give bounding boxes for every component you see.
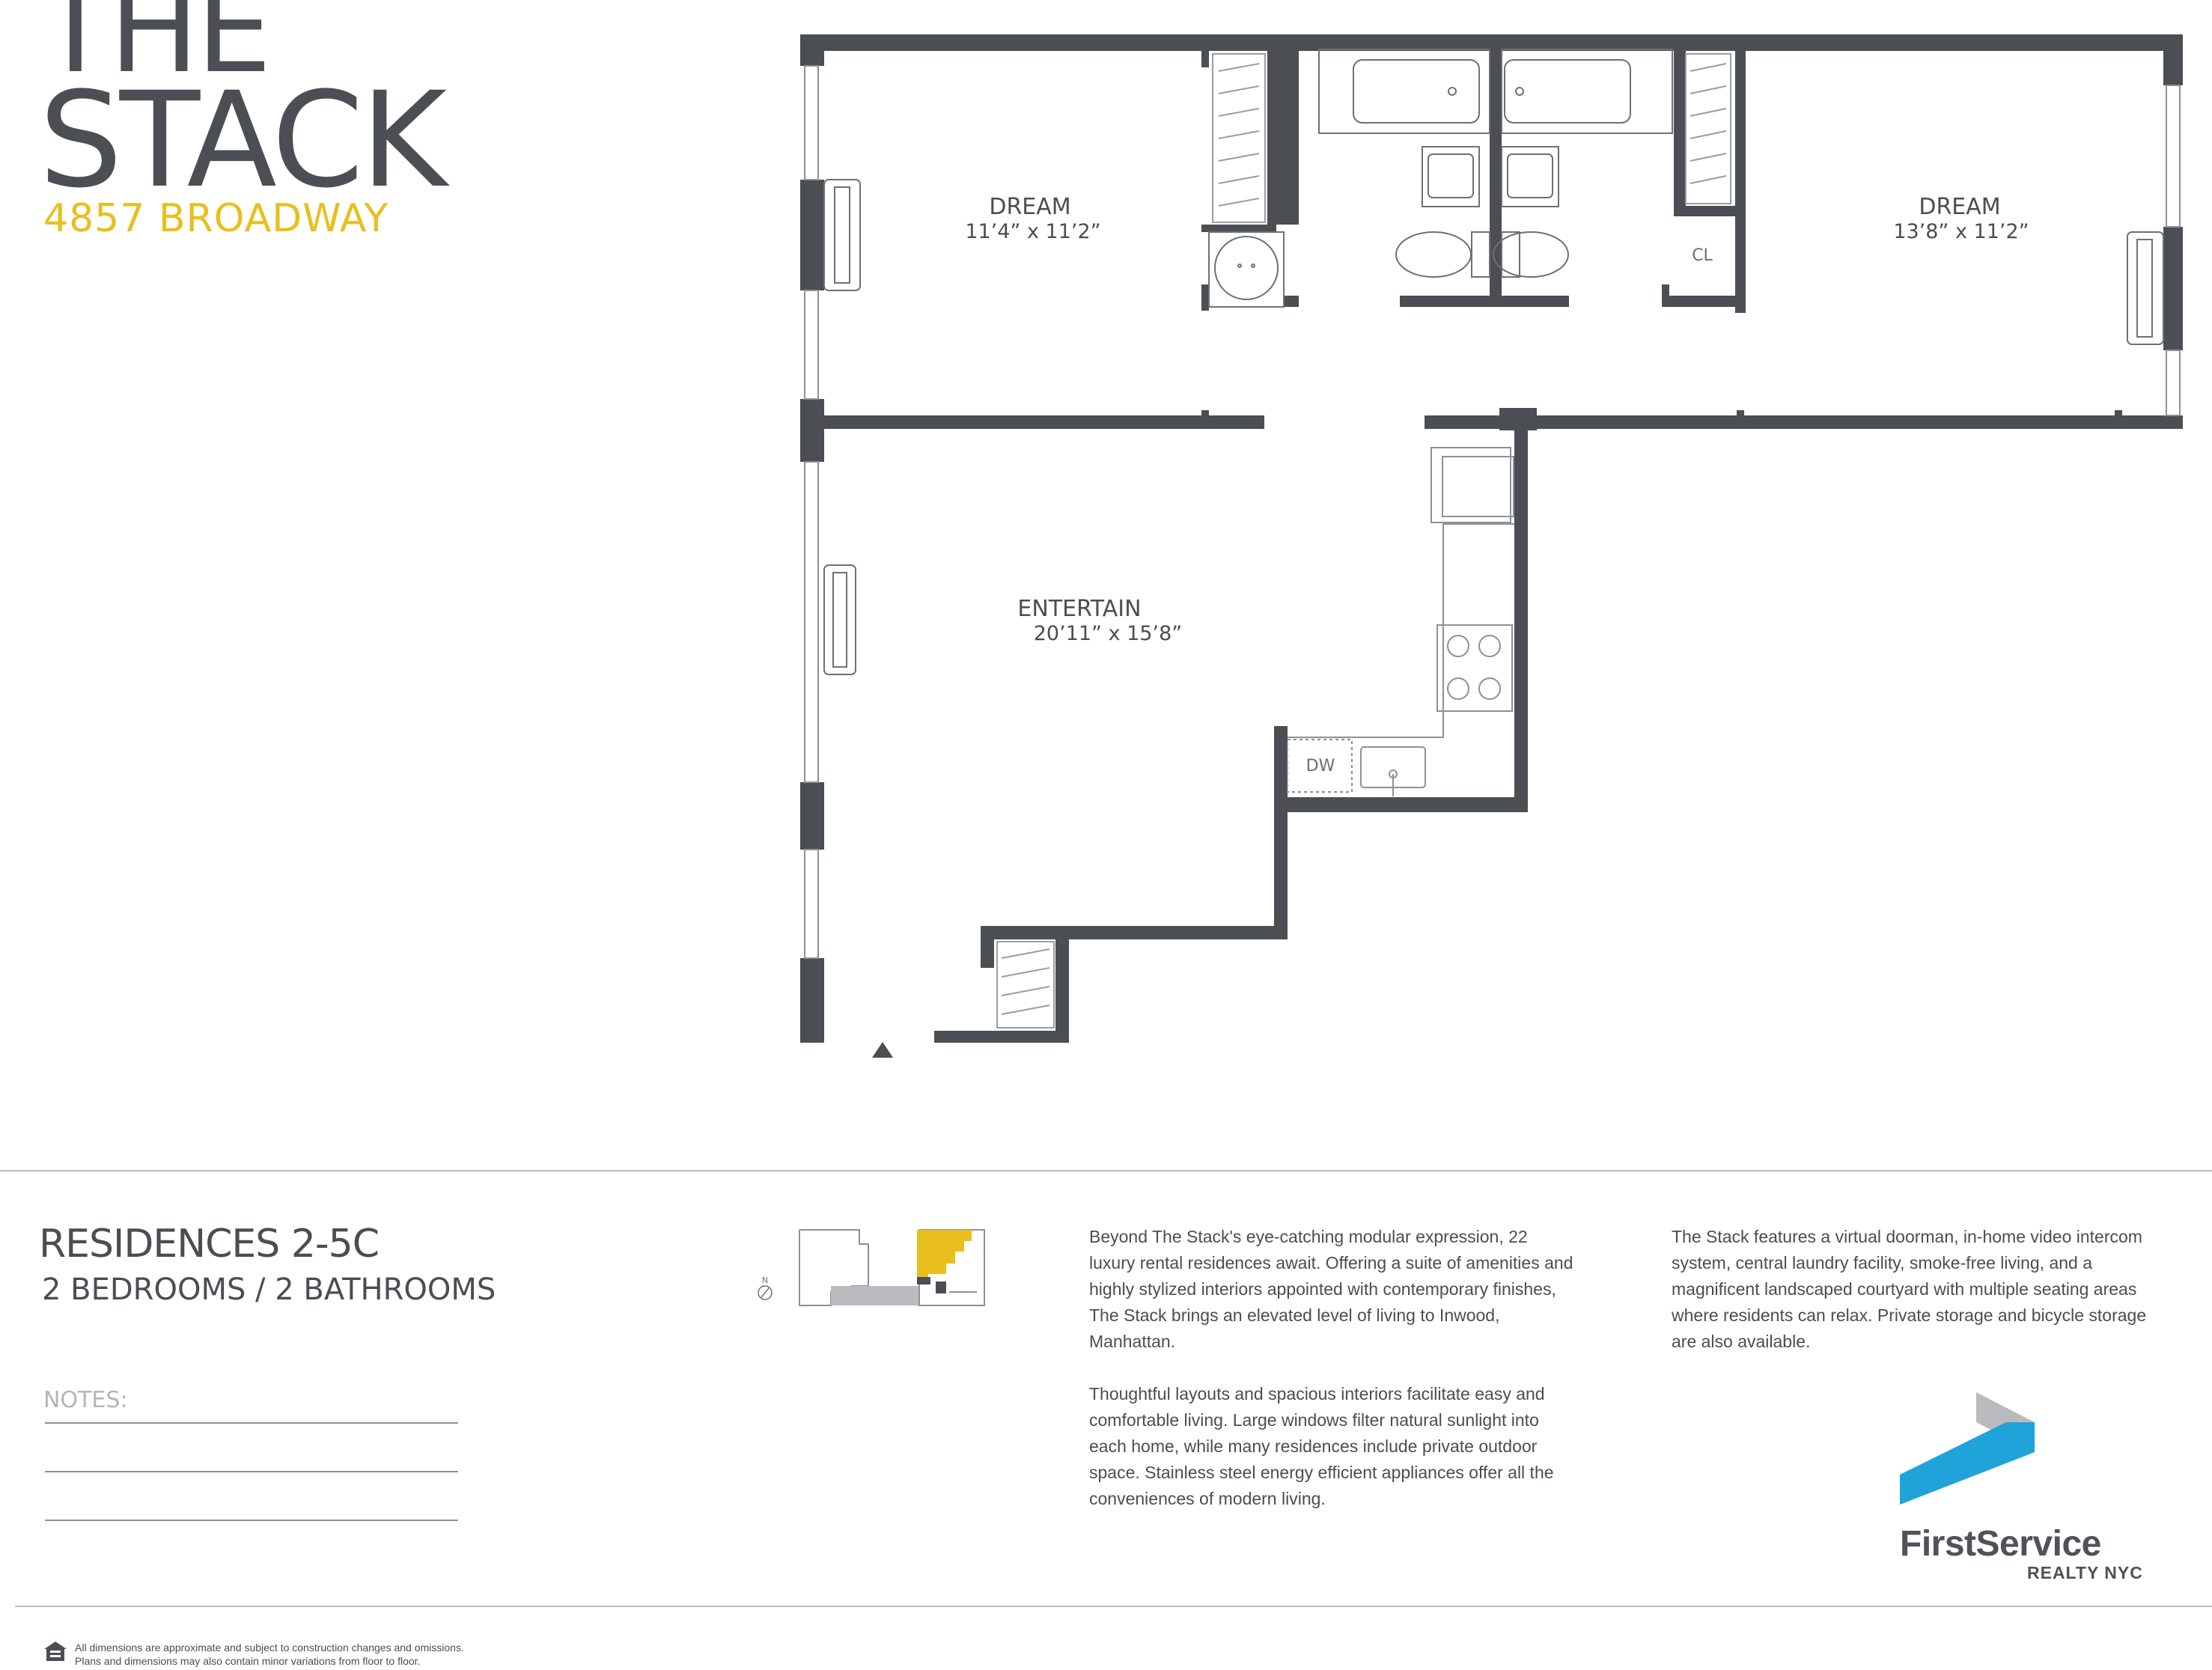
residence-bed-bath: 2 BEDROOMS / 2 BATHROOMS: [42, 1273, 496, 1307]
divider-bottom: [15, 1606, 2212, 1607]
dishwasher-label: DW: [1306, 757, 1335, 775]
description-paragraph-1: Beyond The Stack's eye-catching modular …: [1089, 1227, 1573, 1351]
key-plan: N: [758, 1229, 985, 1306]
note-line: [45, 1422, 458, 1424]
room-name-bedroom-right: DREAM: [1919, 194, 2000, 220]
note-line: [45, 1520, 458, 1521]
room-dims-bedroom-left: 11’4” x 11’2”: [965, 220, 1100, 243]
compass-icon: [758, 1285, 773, 1300]
closets: [996, 53, 1731, 1028]
floor-plan: DREAM 11’4” x 11’2” DREAM 13’8” x 11’2” …: [800, 34, 2183, 1058]
north-label: N: [762, 1276, 768, 1285]
notes-label: NOTES:: [43, 1387, 128, 1413]
building-address: 4857 BROADWAY: [43, 196, 389, 241]
equal-housing-icon: [44, 1642, 67, 1661]
walls: [800, 34, 2183, 1043]
door-ticks: [1201, 410, 2122, 416]
brand-subtitle: REALTY NYC: [2027, 1563, 2143, 1582]
kitchen: [1287, 447, 1514, 796]
room-name-bedroom-left: DREAM: [989, 194, 1070, 220]
divider-top: [0, 1170, 2212, 1171]
disclaimer-line-1: All dimensions are approximate and subje…: [75, 1642, 464, 1654]
residence-title: RESIDENCES 2-5C: [39, 1222, 380, 1267]
building-name-line1: THE: [39, 0, 272, 100]
room-dims-bedroom-right: 13’8” x 11’2”: [1893, 220, 2029, 243]
description-paragraph-3: The Stack features a virtual doorman, in…: [1672, 1227, 2147, 1351]
firstservice-logo-icon: [1900, 1392, 2035, 1505]
brand-name: FirstService: [1900, 1524, 2101, 1564]
description-paragraph-2: Thoughtful layouts and spacious interior…: [1089, 1384, 1554, 1508]
building-name-line2: STACK: [39, 64, 447, 217]
disclaimer-line-2: Plans and dimensions may also contain mi…: [75, 1655, 421, 1667]
windows: [804, 65, 2181, 959]
room-name-living: ENTERTAIN: [1017, 596, 1141, 622]
entry-arrow-icon: [872, 1042, 893, 1058]
bathroom-fixtures: [1208, 49, 1673, 308]
hvac-units: [823, 179, 2164, 675]
room-dims-living: 20’11” x 15’8”: [1034, 622, 1183, 645]
closet-label: CL: [1692, 246, 1713, 265]
note-line: [45, 1471, 458, 1472]
